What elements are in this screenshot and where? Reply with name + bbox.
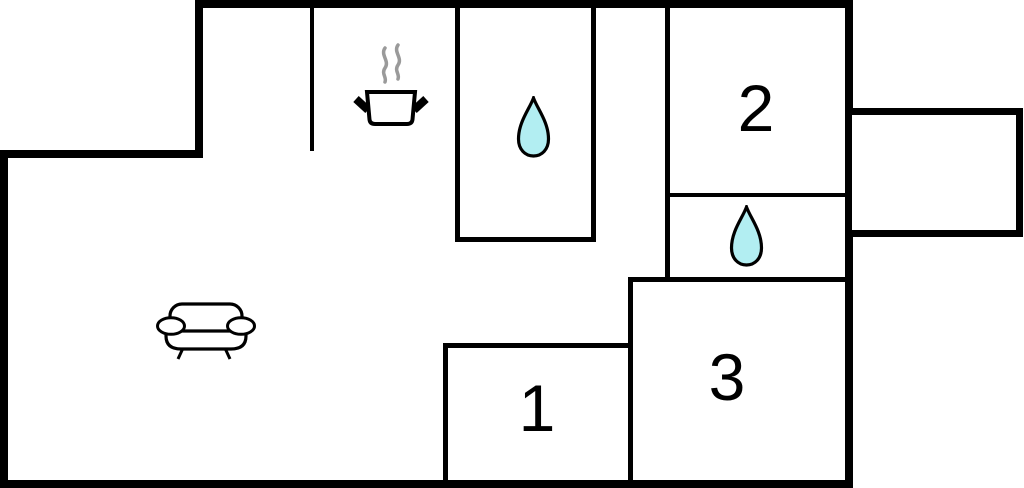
sofa-armrest-left (156, 316, 186, 336)
wall-outer-left (0, 150, 8, 488)
water-drop-shape (516, 96, 551, 158)
water-drop-icon (516, 96, 551, 158)
wall-outer-bottom (0, 480, 853, 488)
wall-midroom-bottom (455, 237, 596, 242)
water-drop-icon (729, 205, 764, 267)
wall-outer-top (195, 0, 853, 8)
room-3-label: 3 (708, 340, 746, 414)
sofa-icon (156, 302, 256, 360)
wall-room2-left (665, 8, 670, 282)
wall-outer-right (845, 0, 853, 488)
pot-body (364, 90, 418, 126)
annex-room (845, 108, 1023, 237)
pot-handle-right (411, 96, 429, 113)
wall-room3-top (628, 277, 845, 282)
wall-room2-bath-divider (665, 193, 845, 197)
wall-kitchen-divider (310, 8, 314, 151)
wall-outer-left-upper (195, 0, 203, 157)
wall-outer-step (0, 150, 203, 158)
steam-line (394, 43, 402, 81)
steam-line (381, 46, 389, 84)
wall-room1-top (443, 343, 633, 348)
room-2-label: 2 (737, 71, 775, 145)
wall-midroom-right (591, 8, 596, 242)
water-drop-shape (729, 205, 764, 267)
pot-handle-left (353, 96, 371, 113)
cooking-pot-icon (353, 43, 429, 126)
room-1-label: 1 (518, 371, 556, 445)
wall-room1-left (443, 343, 448, 488)
wall-midroom-left (455, 8, 460, 242)
wall-room3-left (628, 277, 633, 488)
sofa-armrest-right (226, 316, 256, 336)
